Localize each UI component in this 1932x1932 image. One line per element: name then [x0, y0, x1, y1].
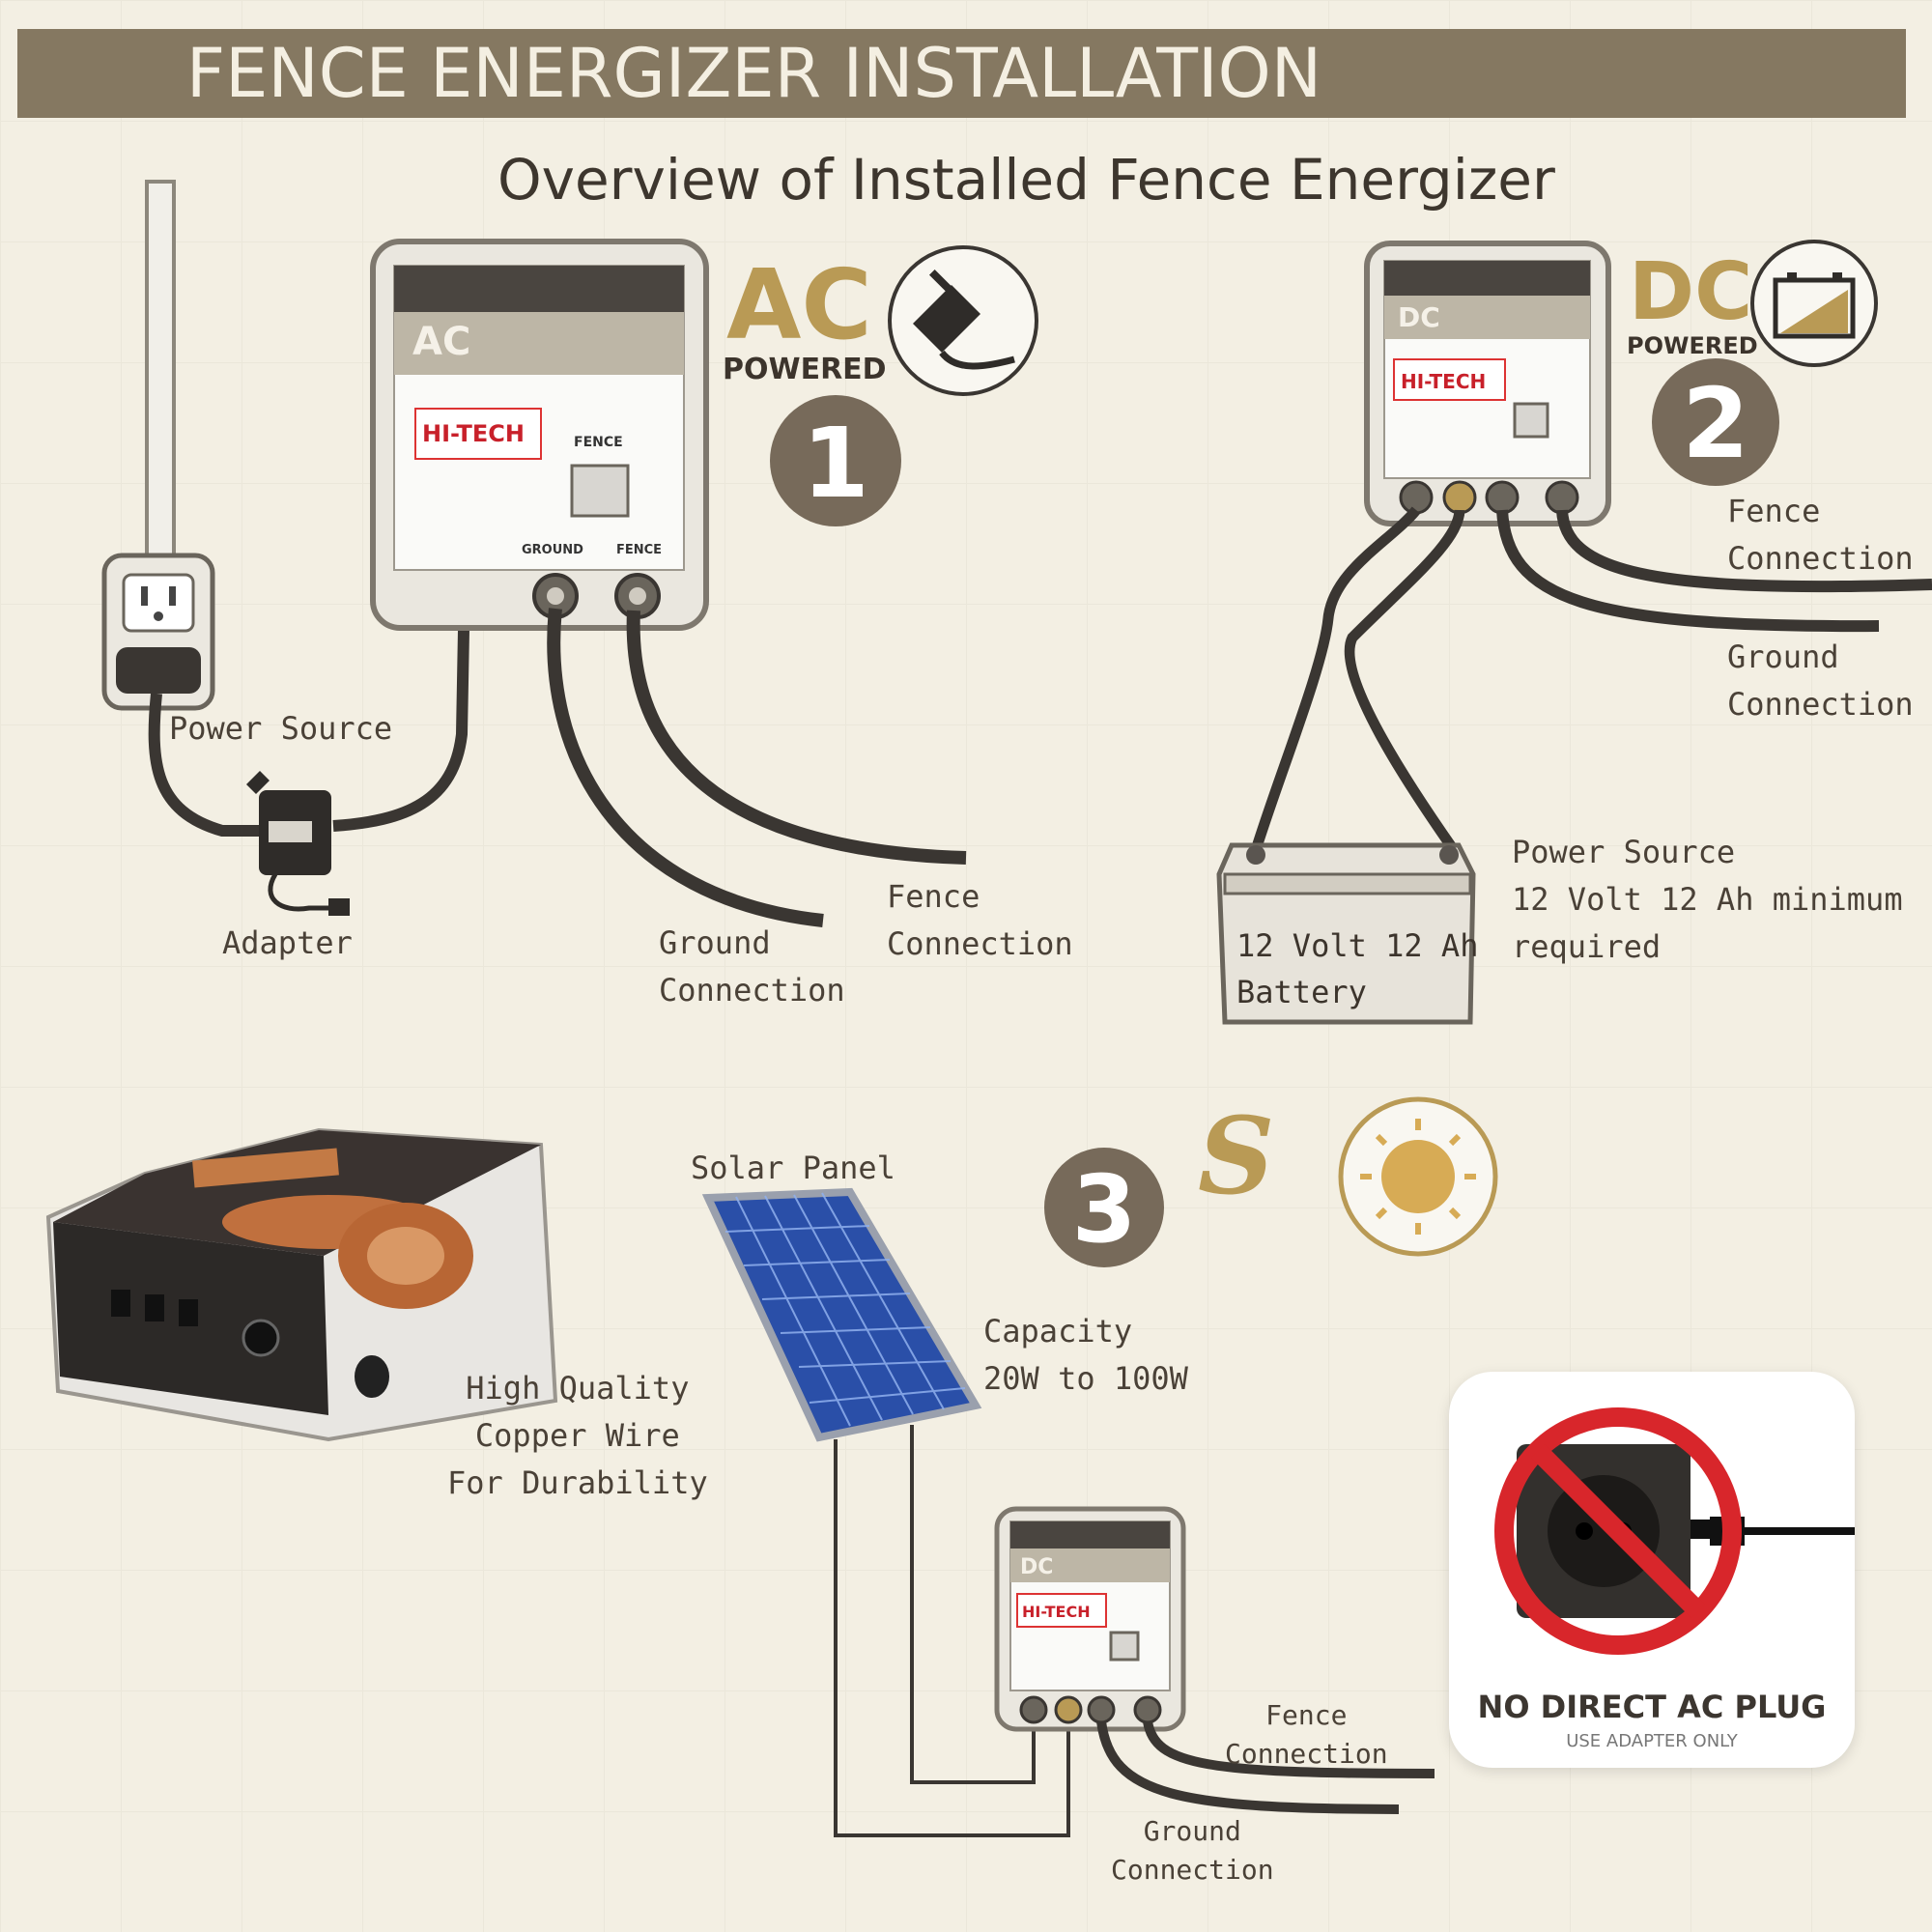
step-2-badge — [1652, 358, 1779, 486]
dc-battery-wire-pos — [1344, 509, 1465, 854]
adapter-cable — [332, 629, 469, 832]
solar-energizer-device — [994, 1506, 1186, 1732]
ac-ground-wire — [547, 608, 824, 927]
ac-powered-label: POWERED — [723, 353, 887, 386]
ac-ground-connection-label: Ground Connection — [659, 924, 845, 1009]
copper-energizer-image — [45, 1127, 558, 1442]
warning-title: NO DIRECT AC PLUG — [1477, 1689, 1827, 1725]
ac-power-source-label: Power Source — [169, 710, 393, 747]
solar-fence-connection-label: Fence Connection — [1225, 1699, 1388, 1770]
sun-icon — [1338, 1096, 1498, 1257]
solar-mode-label: S — [1198, 1094, 1274, 1218]
solar-panel-icon — [701, 1187, 982, 1442]
ac-device-badge: AC — [412, 320, 470, 364]
no-plug-icon — [1494, 1407, 1855, 1655]
battery-icon — [1216, 842, 1476, 1025]
adapter-icon — [246, 771, 350, 916]
solar-wire-pos — [910, 1425, 1036, 1784]
ac-terminal-ground-label: GROUND — [522, 543, 583, 557]
page-title: FENCE ENERGIZER INSTALLATION — [185, 34, 1322, 113]
wall-outlet-icon — [101, 553, 215, 711]
power-cable — [148, 693, 261, 837]
dc-ground-connection-label: Ground Connection — [1727, 639, 1914, 723]
solar-device-brand: HI-TECH — [1022, 1603, 1091, 1621]
warning-subtitle: USE ADAPTER ONLY — [1566, 1731, 1738, 1751]
ac-mode-label: AC — [726, 248, 872, 361]
copper-wire-label: High Quality Copper Wire For Durability — [447, 1370, 708, 1501]
power-pole — [145, 180, 176, 570]
solar-wire-neg — [834, 1439, 1070, 1837]
dc-energizer-device — [1364, 241, 1611, 526]
ac-energizer-device — [370, 239, 709, 631]
title-banner: FENCE ENERGIZER INSTALLATION — [17, 29, 1906, 118]
solar-ground-connection-label: Ground Connection — [1111, 1815, 1274, 1886]
dc-mode-label: DC — [1629, 246, 1752, 338]
solar-ground-wire — [1096, 1720, 1400, 1814]
ac-device-brand: HI-TECH — [422, 420, 525, 447]
dc-ground-wire — [1496, 509, 1880, 633]
solar-device-badge: DC — [1020, 1555, 1053, 1579]
ac-fence-wire — [626, 610, 967, 865]
dc-device-brand: HI-TECH — [1401, 370, 1486, 393]
battery-label-line1: 12 Volt 12 Ah — [1236, 927, 1478, 964]
battery-label-line2: Battery — [1236, 974, 1367, 1010]
no-direct-ac-plug-card: NO DIRECT AC PLUG USE ADAPTER ONLY — [1449, 1372, 1855, 1768]
page-subtitle: Overview of Installed Fence Energizer — [497, 147, 1555, 213]
dc-device-badge: DC — [1398, 301, 1440, 333]
ac-adapter-label: Adapter — [222, 924, 353, 961]
solar-capacity-label: Capacity 20W to 100W — [983, 1313, 1188, 1397]
ac-plug-icon — [888, 245, 1038, 396]
dc-battery-wire-neg — [1250, 506, 1421, 852]
step-3-badge — [1044, 1148, 1164, 1267]
dc-fence-connection-label: Fence Connection — [1727, 493, 1914, 577]
step-3-number: 3 — [1072, 1155, 1137, 1264]
step-2-number: 2 — [1682, 367, 1749, 480]
solar-panel-label: Solar Panel — [691, 1150, 895, 1186]
dc-power-source-label: Power Source 12 Volt 12 Ah minimum requi… — [1512, 834, 1903, 965]
ac-device-fence-button-label: FENCE — [574, 435, 623, 450]
ac-fence-connection-label: Fence Connection — [887, 878, 1073, 962]
dc-fence-wire — [1556, 509, 1932, 593]
dc-battery-icon — [1750, 240, 1878, 367]
step-1-number: 1 — [802, 407, 869, 520]
step-1-badge — [770, 395, 901, 526]
dc-powered-label: POWERED — [1627, 332, 1758, 359]
solar-fence-wire — [1143, 1720, 1435, 1778]
ac-terminal-fence-label: FENCE — [616, 543, 662, 557]
